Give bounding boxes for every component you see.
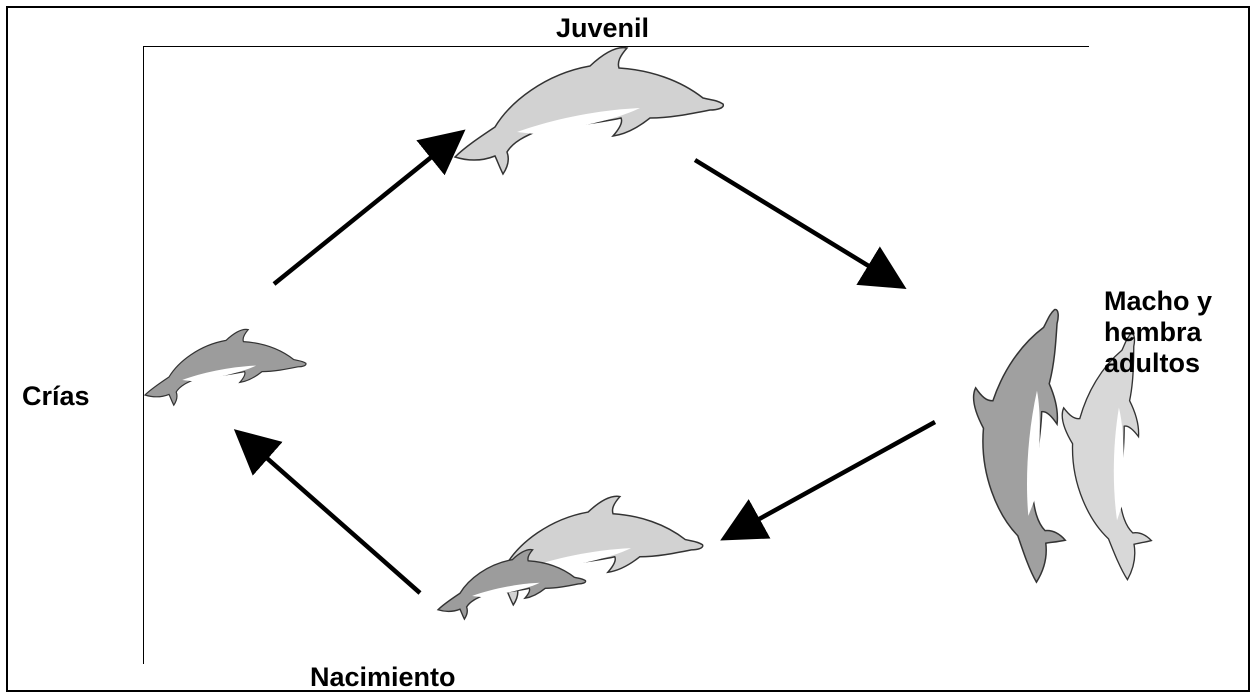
arrow-adults-to-birth [732,422,935,534]
label-adults-line2: hembra [1104,317,1212,348]
label-calves: Crías [22,381,90,412]
arrow-birth-to-calf [244,438,420,593]
label-adults-line1: Macho y [1104,286,1212,317]
label-birth: Nacimiento [310,662,456,693]
label-adults-line3: adultos [1104,348,1212,379]
arrow-calf-to-juvenile [274,138,455,284]
label-juvenile: Juvenil [556,13,649,44]
calf-dolphin [145,329,306,405]
label-adults: Macho y hembra adultos [1104,286,1212,379]
mother-and-calf-dolphins [438,496,703,619]
arrow-juvenile-to-adults [695,160,895,282]
juvenile-dolphin [455,48,723,174]
